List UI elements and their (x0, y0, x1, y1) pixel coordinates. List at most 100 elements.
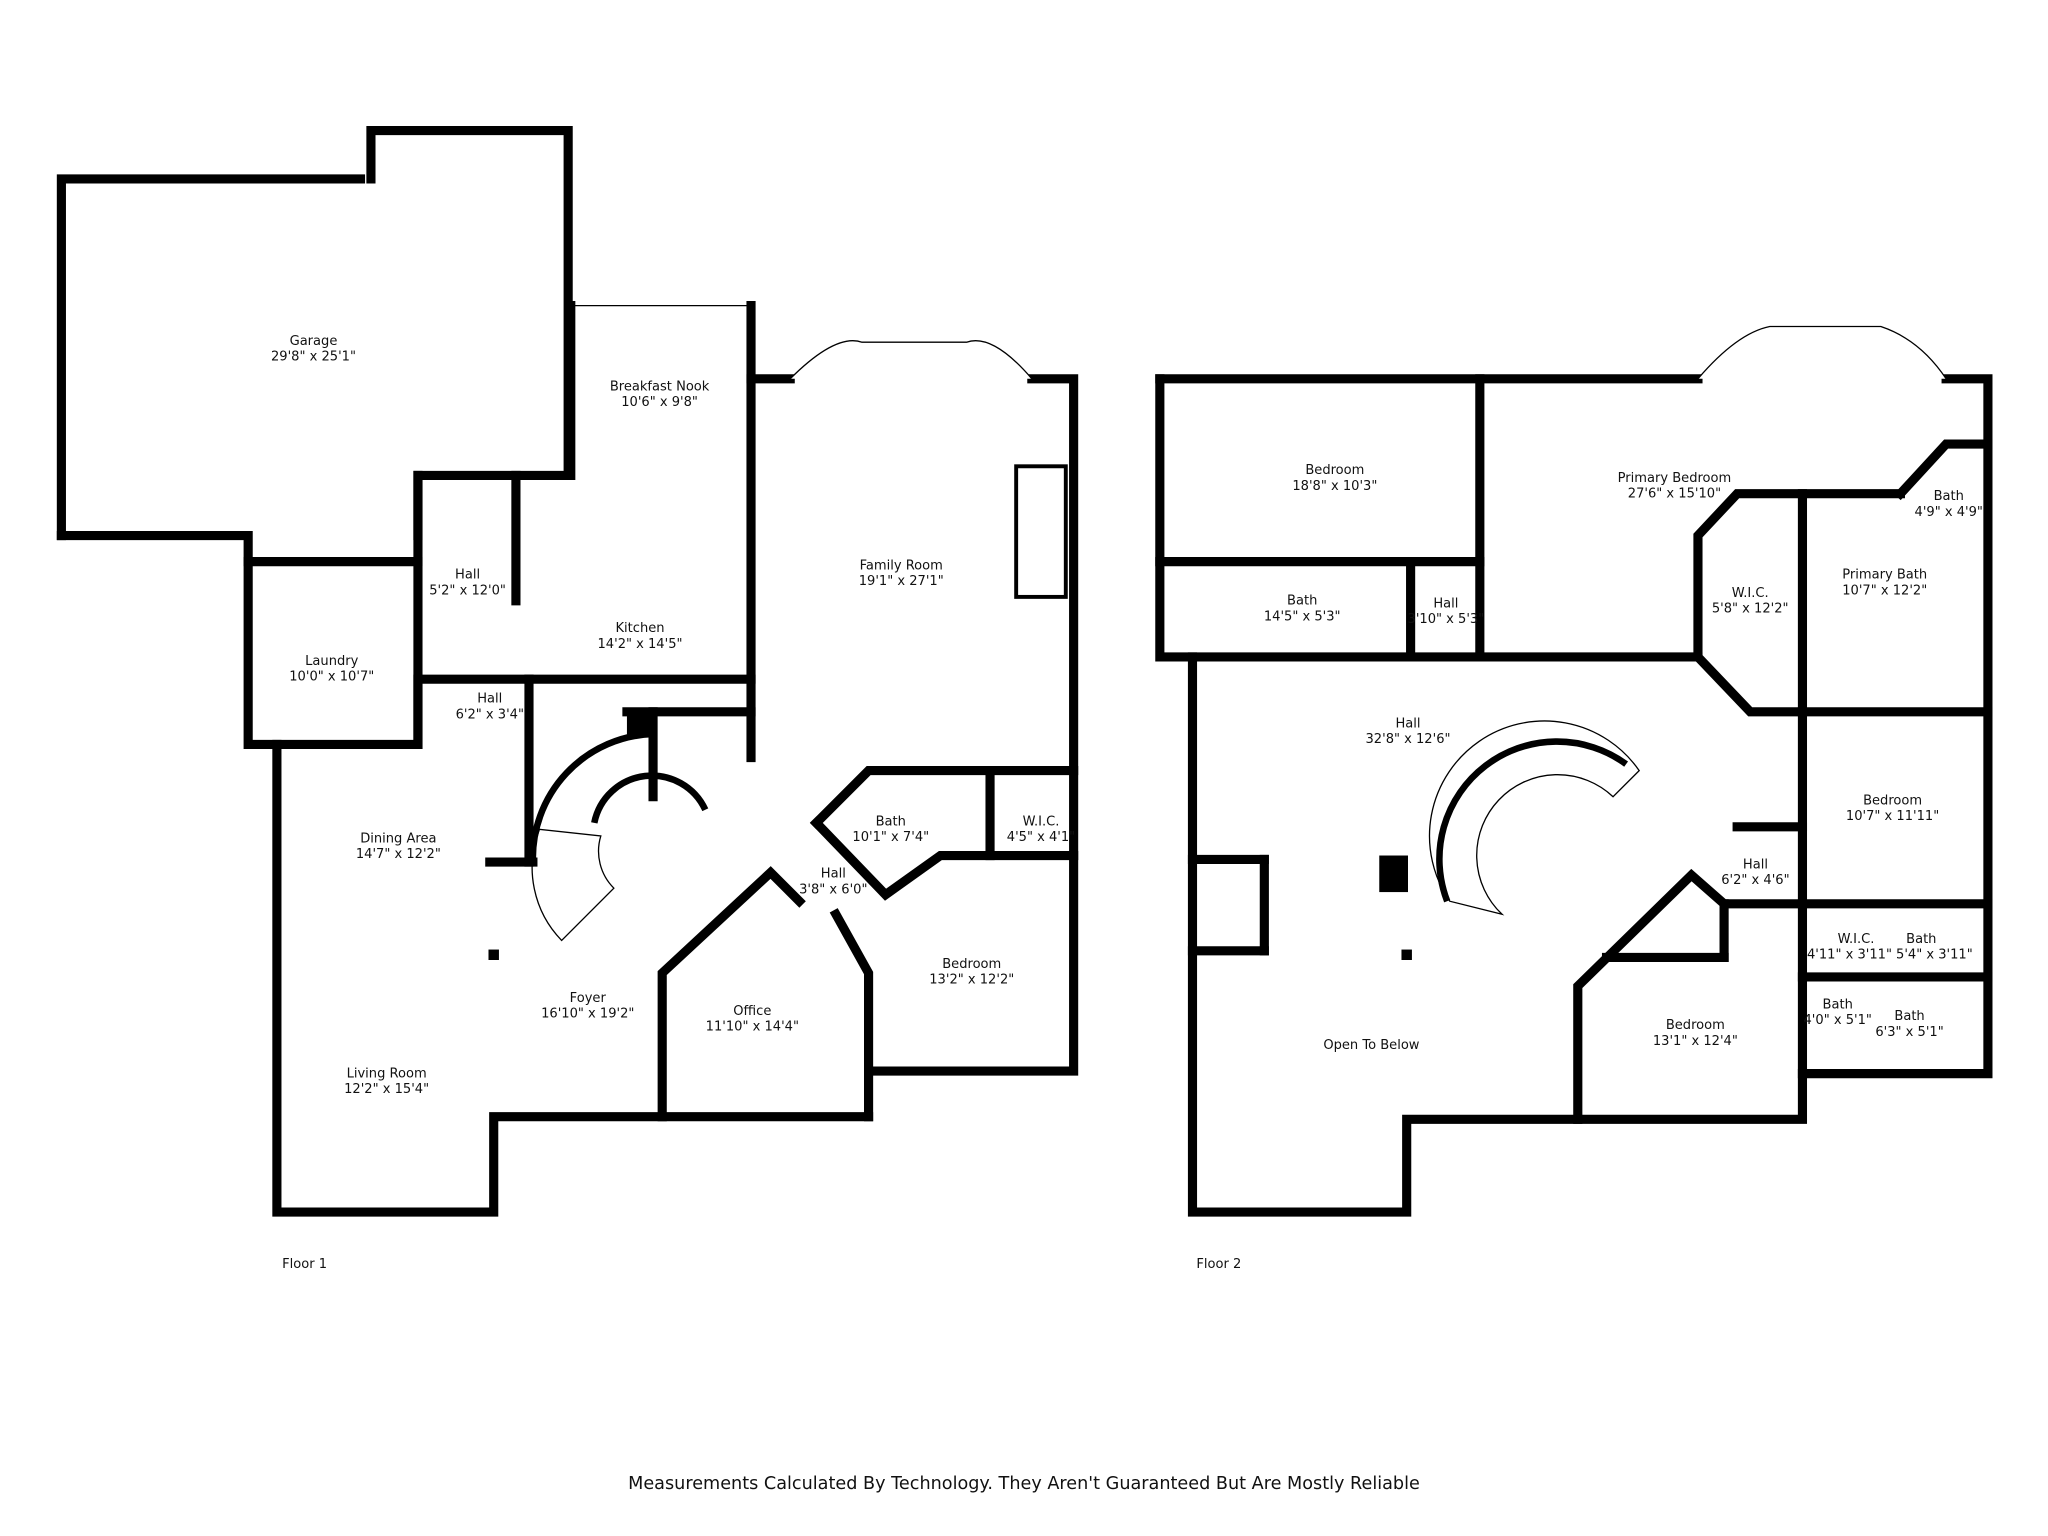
room-name: Bedroom (1863, 794, 1922, 809)
room-name: Family Room (860, 558, 943, 573)
room-name: Kitchen (615, 621, 664, 636)
room-dimensions: 4'5" x 4'1" (1007, 830, 1075, 845)
room-wic: W.I.C.4'11" x 3'11" (1807, 932, 1892, 963)
room-wic: W.I.C.4'5" x 4'1" (1007, 814, 1075, 845)
room-name: Hall (1433, 596, 1458, 611)
room-name: Bedroom (1666, 1018, 1725, 1033)
room-dimensions: 14'2" x 14'5" (598, 637, 683, 652)
room-dimensions: 14'5" x 5'3" (1264, 609, 1341, 624)
room-dimensions: 14'7" x 12'2" (356, 847, 441, 862)
room-name: Hall (1743, 858, 1768, 873)
room-dimensions: 3'8" x 6'0" (799, 882, 867, 897)
room-dimensions: 12'2" x 15'4" (344, 1082, 429, 1097)
room-dimensions: 3'10" x 5'3" (1408, 612, 1485, 627)
room-name: Bath (1934, 489, 1964, 504)
room-name: W.I.C. (1732, 586, 1769, 601)
floor-2-walls (1155, 325, 1993, 1217)
room-name: W.I.C. (1023, 814, 1060, 829)
room-name: Hall (455, 568, 480, 583)
room-name: Hall (1395, 717, 1420, 732)
room-dimensions: 4'0" x 5'1" (1804, 1013, 1872, 1028)
floor-label: Floor 2 (1196, 1257, 1241, 1272)
room-dimensions: 18'8" x 10'3" (1292, 479, 1377, 494)
room-name: Open To Below (1323, 1038, 1419, 1053)
room-name: Bedroom (942, 957, 1001, 972)
room-name: Bath (876, 814, 906, 829)
room-name: Garage (290, 334, 338, 349)
floor-1-walls (56, 126, 1079, 1217)
floor-label: Floor 1 (282, 1257, 327, 1272)
room-dimensions: 5'8" x 12'2" (1712, 602, 1789, 617)
room-dimensions: 10'1" x 7'4" (852, 830, 929, 845)
room-name: Hall (477, 692, 502, 707)
room-dimensions: 13'1" x 12'4" (1653, 1034, 1738, 1049)
room-dimensions: 29'8" x 25'1" (271, 349, 356, 364)
room-name: Laundry (305, 654, 358, 669)
disclaimer: Measurements Calculated By Technology. T… (628, 1474, 1420, 1494)
room-name: Primary Bath (1842, 568, 1927, 583)
room-dimensions: 19'1" x 27'1" (859, 574, 944, 589)
room-name: Bath (1906, 932, 1936, 947)
room-dimensions: 5'2" x 12'0" (429, 583, 506, 598)
room-name: Bath (1823, 997, 1853, 1012)
room-name: Dining Area (360, 831, 436, 846)
room-dimensions: 6'2" x 3'4" (456, 707, 524, 722)
room-dimensions: 11'10" x 14'4" (706, 1020, 799, 1035)
room-name: Office (733, 1004, 771, 1019)
room-dimensions: 27'6" x 15'10" (1628, 487, 1721, 502)
room-dimensions: 16'10" x 19'2" (541, 1006, 634, 1021)
room-dimensions: 10'7" x 12'2" (1842, 583, 1927, 598)
room-dimensions: 4'11" x 3'11" (1807, 948, 1892, 963)
room-open-to-below: Open To Below (1323, 1038, 1419, 1053)
room-dimensions: 5'4" x 3'11" (1896, 948, 1973, 963)
room-name: Bedroom (1305, 463, 1364, 478)
room-name: Breakfast Nook (610, 380, 710, 395)
room-name: Living Room (347, 1067, 427, 1082)
room-name: Foyer (570, 991, 607, 1006)
room-name: Hall (821, 867, 846, 882)
room-dimensions: 4'9" x 4'9" (1915, 505, 1983, 520)
room-name: Bath (1894, 1009, 1924, 1024)
room-dimensions: 13'2" x 12'2" (929, 973, 1014, 988)
room-dimensions: 6'2" x 4'6" (1721, 873, 1789, 888)
room-dimensions: 10'0" x 10'7" (289, 669, 374, 684)
room-dimensions: 10'7" x 11'11" (1846, 809, 1939, 824)
room-dimensions: 6'3" x 5'1" (1875, 1025, 1943, 1040)
room-name: Bath (1287, 594, 1317, 609)
room-name: W.I.C. (1838, 932, 1875, 947)
room-name: Primary Bedroom (1618, 471, 1732, 486)
room-dimensions: 32'8" x 12'6" (1366, 732, 1451, 747)
room-wic: W.I.C.5'8" x 12'2" (1712, 586, 1789, 617)
room-dimensions: 10'6" x 9'8" (621, 395, 698, 410)
